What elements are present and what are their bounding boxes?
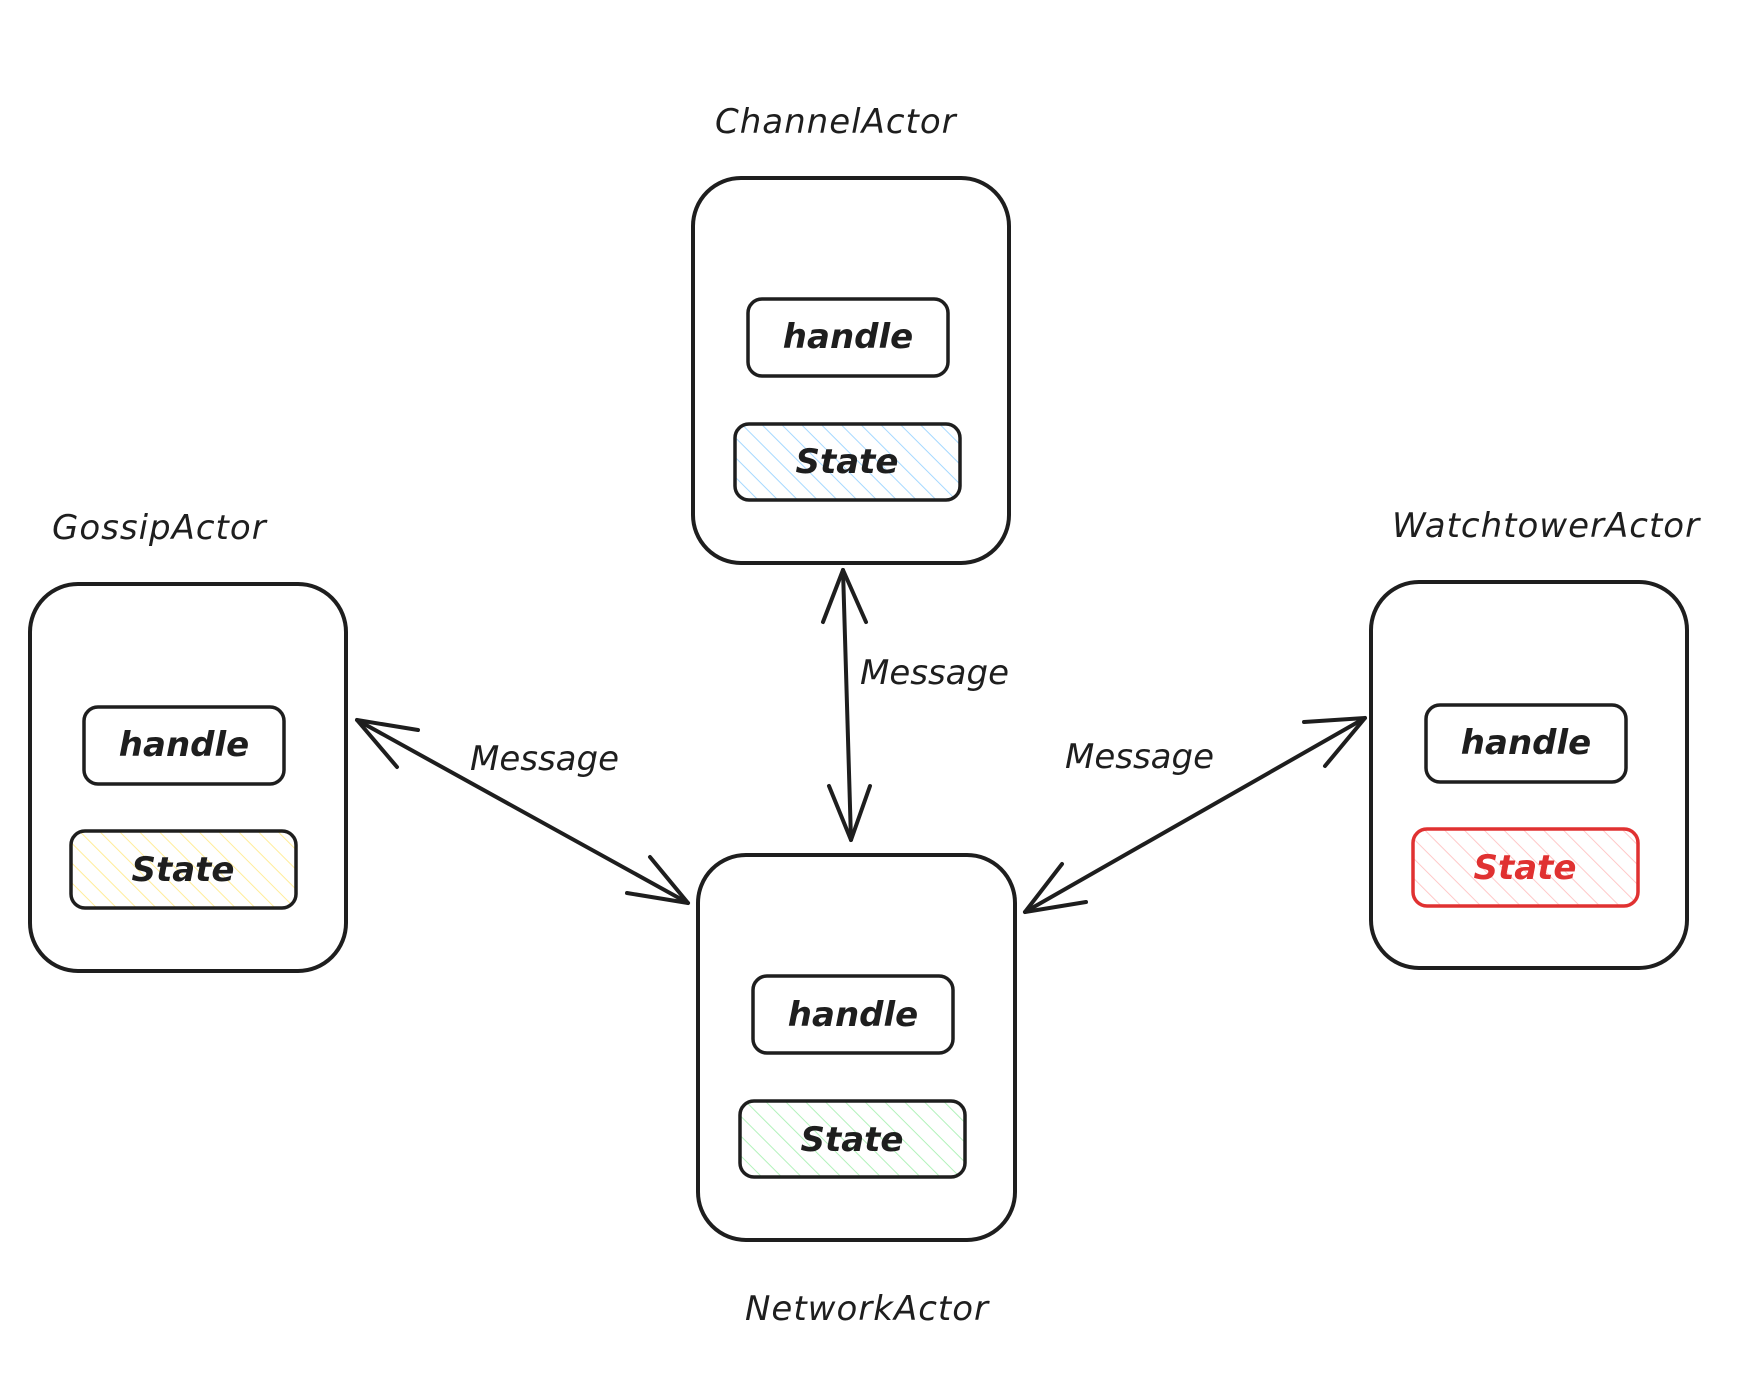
channel-actor-box — [691, 176, 1011, 565]
arrow-watchtower-network-head-right — [1302, 716, 1367, 768]
arrow-channel-network-head-bottom — [827, 784, 872, 842]
arrow-channel-network-head-top — [821, 568, 868, 624]
watchtower-actor-box — [1369, 580, 1689, 970]
watchtower-handle-label: handle — [1461, 723, 1591, 763]
network-actor-title: NetworkActor — [745, 1289, 990, 1329]
gossip-handle-box — [82, 705, 286, 786]
watchtower-actor-title: WatchtowerActor — [1392, 506, 1701, 546]
arrow-watchtower-network-line — [1023, 716, 1367, 914]
gossip-handle-label: handle — [119, 725, 249, 765]
network-actor-box — [696, 853, 1017, 1242]
arrow-channel-network-label: Message — [860, 653, 1009, 693]
arrow-gossip-network: Message — [355, 718, 690, 905]
gossip-actor[interactable]: GossipActor handle State — [28, 508, 348, 973]
network-state-label: State — [801, 1120, 904, 1160]
channel-actor[interactable]: ChannelActor handle State — [691, 102, 1011, 565]
gossip-state-fill — [71, 831, 296, 908]
arrow-gossip-network-head-left — [355, 718, 420, 769]
network-state-box — [738, 1099, 967, 1179]
arrow-watchtower-network-head-left — [1023, 862, 1088, 914]
network-actor[interactable]: handle State NetworkActor — [696, 853, 1017, 1329]
watchtower-state-fill — [1413, 829, 1638, 906]
watchtower-state-label: State — [1474, 848, 1577, 888]
arrow-watchtower-network: Message — [1023, 716, 1367, 914]
arrow-gossip-network-label: Message — [470, 739, 619, 779]
network-state-fill — [740, 1101, 965, 1177]
watchtower-actor[interactable]: WatchtowerActor handle State — [1369, 506, 1701, 970]
channel-state-fill — [735, 424, 960, 500]
arrow-channel-network: Message — [821, 568, 1009, 842]
arrow-watchtower-network-label: Message — [1065, 737, 1214, 777]
channel-actor-title: ChannelActor — [715, 102, 958, 142]
watchtower-state-box — [1411, 827, 1640, 908]
arrow-channel-network-line — [841, 568, 853, 842]
channel-state-box — [733, 422, 962, 502]
network-handle-label: handle — [788, 995, 918, 1035]
network-handle-box — [751, 974, 955, 1055]
gossip-actor-box — [28, 582, 348, 973]
channel-handle-box — [746, 297, 950, 378]
arrow-gossip-network-head-right — [625, 855, 690, 905]
channel-handle-label: handle — [783, 317, 913, 357]
channel-state-label: State — [796, 442, 899, 482]
gossip-actor-title: GossipActor — [52, 508, 268, 548]
gossip-state-label: State — [132, 850, 235, 890]
gossip-state-box — [69, 829, 298, 910]
arrow-gossip-network-line — [355, 718, 690, 905]
watchtower-handle-box — [1424, 703, 1628, 784]
